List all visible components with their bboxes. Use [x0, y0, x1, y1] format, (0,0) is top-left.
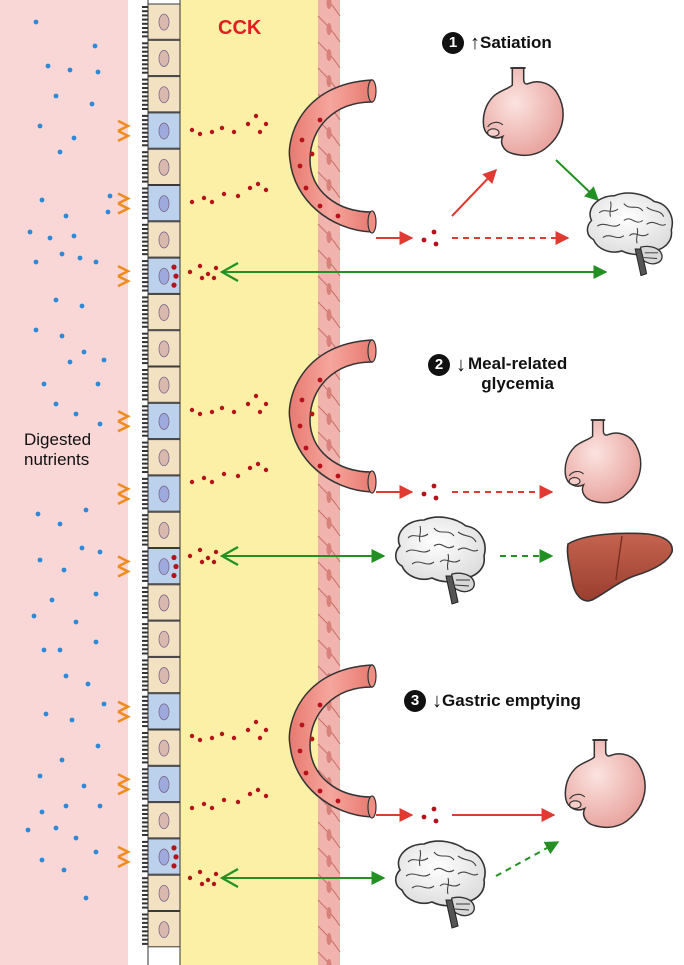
effect-2-text: Meal-related glycemia — [468, 354, 567, 394]
effect-1-arrow: ↑ — [470, 32, 480, 54]
effect-1-label: 1 ↑Satiation — [442, 32, 552, 54]
nutrient-dot — [60, 758, 65, 763]
effect-2-arrow: ↓ — [456, 354, 466, 376]
brain-icon — [396, 841, 485, 928]
nutrient-dot — [40, 198, 45, 203]
nutrient-dot — [96, 744, 101, 749]
nutrient-dot — [102, 702, 107, 707]
nutrient-dot — [54, 298, 59, 303]
nutrient-dot — [38, 774, 43, 779]
nutrient-dot — [94, 850, 99, 855]
effect-2-label: 2 ↓Meal-related glycemia — [428, 354, 567, 394]
circulating-cck-dots — [422, 807, 439, 824]
nutrient-dot — [108, 194, 113, 199]
nutrient-dot — [70, 718, 75, 723]
nutrient-dot — [106, 210, 111, 215]
effect-3-number: 3 — [404, 690, 426, 712]
nutrient-dot — [86, 682, 91, 687]
nutrient-dot — [72, 234, 77, 239]
nutrient-dot — [82, 350, 87, 355]
nutrient-dot — [72, 136, 77, 141]
brain-icon — [587, 193, 672, 276]
intestinal-lumen — [0, 0, 128, 965]
nutrient-dot — [96, 70, 101, 75]
neural-arrow — [556, 160, 598, 200]
nutrient-dot — [54, 402, 59, 407]
nutrient-dot — [28, 230, 33, 235]
nutrient-dot — [74, 836, 79, 841]
nutrient-dot — [58, 648, 63, 653]
nutrient-dot — [98, 550, 103, 555]
circulating-cck-dots — [422, 230, 439, 247]
nutrient-dot — [68, 360, 73, 365]
nutrient-dot — [93, 44, 98, 49]
nutrient-dot — [42, 648, 47, 653]
nutrient-dot — [62, 568, 67, 573]
nutrient-dot — [34, 20, 39, 25]
nutrient-dot — [82, 784, 87, 789]
nutrient-dot — [96, 382, 101, 387]
nutrient-dot — [98, 804, 103, 809]
nutrient-dot — [58, 150, 63, 155]
nutrient-dot — [80, 304, 85, 309]
stomach-icon — [565, 740, 645, 827]
effect-1-number: 1 — [442, 32, 464, 54]
nutrient-dot — [98, 422, 103, 427]
nutrient-dot — [46, 64, 51, 69]
nutrient-dot — [84, 508, 89, 513]
neural-arrow — [496, 842, 558, 876]
nutrient-dot — [64, 214, 69, 219]
nutrient-dot — [54, 826, 59, 831]
nutrient-dot — [40, 858, 45, 863]
nutrient-dot — [80, 546, 85, 551]
nutrient-dot — [74, 412, 79, 417]
nutrient-dot — [90, 102, 95, 107]
cck-label: CCK — [218, 18, 261, 38]
humoral-arrow — [452, 170, 496, 216]
nutrient-dot — [64, 804, 69, 809]
nutrient-dot — [36, 512, 41, 517]
stomach-icon — [565, 420, 641, 503]
liver-icon — [567, 533, 672, 601]
effect-3-label: 3 ↓Gastric emptying — [404, 690, 581, 712]
lumen-label: Digested nutrients — [24, 430, 91, 470]
nutrient-dot — [62, 868, 67, 873]
nutrient-dot — [32, 614, 37, 619]
nutrient-dot — [64, 674, 69, 679]
nutrient-dot — [48, 236, 53, 241]
nutrient-dot — [94, 592, 99, 597]
nutrient-dot — [74, 620, 79, 625]
nutrient-dot — [102, 358, 107, 363]
effect-2-number: 2 — [428, 354, 450, 376]
nutrient-dot — [42, 382, 47, 387]
effect-1-text: Satiation — [480, 33, 552, 52]
nutrient-dot — [26, 828, 31, 833]
nutrient-dot — [60, 334, 65, 339]
nutrient-dot — [54, 94, 59, 99]
nutrient-dot — [44, 712, 49, 717]
nutrient-dot — [94, 640, 99, 645]
nutrient-dot — [78, 256, 83, 261]
nutrient-dot — [38, 124, 43, 129]
nutrient-dot — [34, 260, 39, 265]
brain-icon — [396, 517, 485, 604]
effect-3-arrow: ↓ — [432, 690, 442, 712]
effect-3-text: Gastric emptying — [442, 691, 581, 710]
nutrient-dot — [34, 328, 39, 333]
nutrient-dot — [84, 896, 89, 901]
nutrient-dot — [60, 252, 65, 257]
nutrient-dot — [38, 558, 43, 563]
circulating-cck-dots — [422, 484, 439, 501]
nutrient-dot — [40, 810, 45, 815]
nutrient-dot — [58, 522, 63, 527]
nutrient-dot — [68, 68, 73, 73]
nutrient-dot — [50, 598, 55, 603]
nutrient-dot — [94, 260, 99, 265]
stomach-icon — [483, 68, 563, 155]
